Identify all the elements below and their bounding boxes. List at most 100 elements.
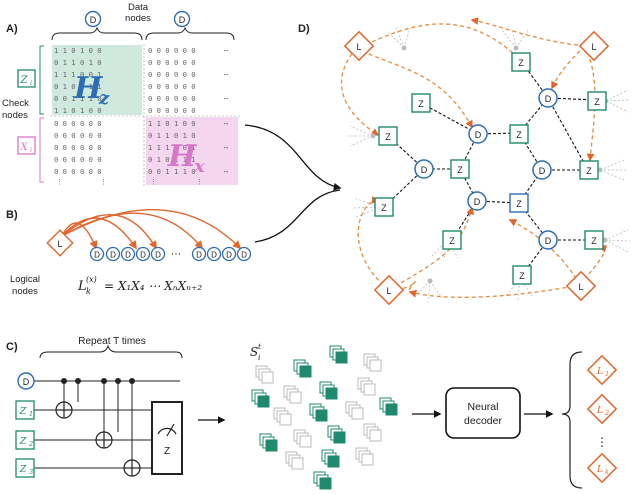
data-node-row: D D D D D ⋯ D D D D: [89, 246, 252, 262]
syndrome-cell: [335, 351, 348, 364]
svg-text:Z: Z: [19, 436, 27, 447]
svg-text:0 0 0 0 0 0: 0 0 0 0 0 0: [54, 143, 102, 152]
svg-text:D: D: [241, 251, 247, 260]
syndrome-cell: [315, 409, 328, 422]
svg-text:Z: Z: [19, 406, 27, 417]
svg-text:⋯: ⋯: [224, 143, 229, 152]
svg-text:x: x: [193, 156, 205, 177]
qubit-data: D: [17, 372, 35, 390]
syndrome-cell: [299, 365, 312, 378]
svg-text:⋮: ⋮: [100, 177, 107, 186]
svg-text:L: L: [77, 279, 87, 294]
syndrome-cell: [289, 391, 302, 404]
hx-block: [146, 117, 238, 185]
data-node-header-1: D: [84, 10, 102, 28]
svg-text:⋯: ⋯: [224, 70, 229, 79]
output-vdots: ⋮: [596, 435, 608, 449]
boundary-dots: [370, 45, 609, 284]
logical-node-b: L: [46, 229, 74, 257]
svg-text:D: D: [475, 130, 482, 140]
check-node-zi: Z i: [17, 69, 36, 88]
syndrome-cell: [369, 429, 382, 442]
svg-text:0 0 0 0 0 0: 0 0 0 0 0 0: [148, 94, 196, 103]
svg-text:z: z: [98, 88, 110, 109]
svg-text:0 0 0 0 0 0: 0 0 0 0 0 0: [54, 155, 102, 164]
svg-text:⋯: ⋯: [171, 249, 181, 260]
arrow-b-to-d: [254, 189, 341, 243]
svg-text:D: D: [179, 15, 186, 25]
data-node-header-2: D: [173, 10, 191, 28]
svg-text:1 1 0 1 0 0: 1 1 0 1 0 0: [148, 119, 196, 128]
svg-text:L: L: [596, 405, 603, 416]
check-nodes-label-line2: nodes: [2, 110, 28, 121]
svg-text:2: 2: [28, 440, 33, 448]
matrix-entries: 1 1 0 1 0 0 0 1 1 0 1 0 1 1 1 0 0 1 0 1 …: [54, 46, 229, 186]
svg-text:D: D: [110, 251, 116, 260]
svg-text:1: 1: [29, 410, 33, 418]
svg-text:Z: Z: [457, 165, 463, 175]
svg-text:⋮: ⋮: [56, 177, 63, 186]
output-lk: L k: [586, 452, 618, 484]
svg-text:0 0 0 0 0 0: 0 0 0 0 0 0: [54, 167, 102, 176]
hx-label: H x: [167, 139, 205, 177]
svg-text:⋯: ⋯: [224, 94, 229, 103]
syndrome-cell: [299, 435, 312, 448]
svg-text:L: L: [591, 42, 596, 52]
svg-text:k: k: [605, 468, 609, 476]
svg-text:⋯: ⋯: [224, 167, 229, 176]
cnot-targets: [55, 401, 141, 477]
svg-text:L: L: [386, 286, 391, 296]
svg-text:D: D: [421, 165, 428, 175]
repeat-brace: [39, 344, 183, 359]
syndrome-cell: [325, 387, 338, 400]
panel-c-label: C): [6, 341, 18, 353]
panel-b-label: B): [6, 209, 18, 221]
svg-text:⋮: ⋮: [150, 177, 157, 186]
svg-text:(x): (x): [86, 275, 97, 284]
svg-text:0 0 0 0 0 0: 0 0 0 0 0 0: [148, 82, 196, 91]
graph-check-nodes: Z Z Z Z Z Z Z Z Z Z Z Z: [374, 52, 607, 285]
x-bracket: [39, 117, 44, 183]
qubit-z1: Z 1: [15, 400, 35, 420]
svg-text:0 1 0 1 1 1: 0 1 0 1 1 1: [148, 155, 196, 164]
syndrome-cell: [265, 439, 278, 452]
syndrome-cell: [369, 359, 382, 372]
svg-text:L: L: [596, 366, 603, 377]
graph-data-nodes: D D D D D D: [414, 88, 558, 250]
svg-text:H: H: [73, 71, 104, 106]
syndrome-cell: [279, 413, 292, 426]
svg-text:L: L: [356, 42, 361, 52]
svg-text:k: k: [86, 287, 91, 296]
svg-text:D: D: [474, 197, 481, 207]
svg-text:Z: Z: [20, 75, 29, 86]
svg-text:D: D: [90, 15, 97, 25]
syndrome-cell: [319, 477, 332, 490]
svg-text:⋯: ⋯: [224, 46, 229, 55]
svg-text:Z: Z: [381, 203, 387, 213]
syndrome-cell: [261, 371, 274, 384]
svg-text:1 1 1 0 0 1: 1 1 1 0 0 1: [148, 143, 196, 152]
logical-nodes-label-line2: nodes: [12, 286, 38, 297]
logical-arcs: [61, 209, 242, 250]
panel-d-label: D): [298, 23, 310, 35]
hz-block: [52, 45, 142, 115]
svg-text:D: D: [211, 251, 217, 260]
logical-nodes-label-line1: Logical: [10, 274, 40, 285]
top-brace-right: [145, 26, 235, 41]
data-nodes-label-line2: nodes: [125, 13, 151, 24]
syndrome-stack: [251, 345, 398, 490]
svg-text:⋯: ⋯: [224, 119, 229, 128]
svg-text:0 0 0 0 0 0: 0 0 0 0 0 0: [148, 46, 196, 55]
svg-text:H: H: [167, 139, 198, 174]
data-nodes-label-line1: Data: [128, 2, 149, 13]
svg-text:1 1 1 0 0 1: 1 1 1 0 0 1: [54, 70, 102, 79]
z-bracket: [39, 45, 44, 115]
svg-text:L: L: [596, 464, 603, 475]
svg-text:Z: Z: [418, 99, 424, 109]
svg-text:⋮: ⋮: [196, 177, 203, 186]
svg-text:D: D: [155, 251, 161, 260]
svg-text:Z: Z: [516, 130, 522, 140]
syndrome-cell: [257, 395, 270, 408]
cnot-controls-secondary: [77, 381, 119, 432]
